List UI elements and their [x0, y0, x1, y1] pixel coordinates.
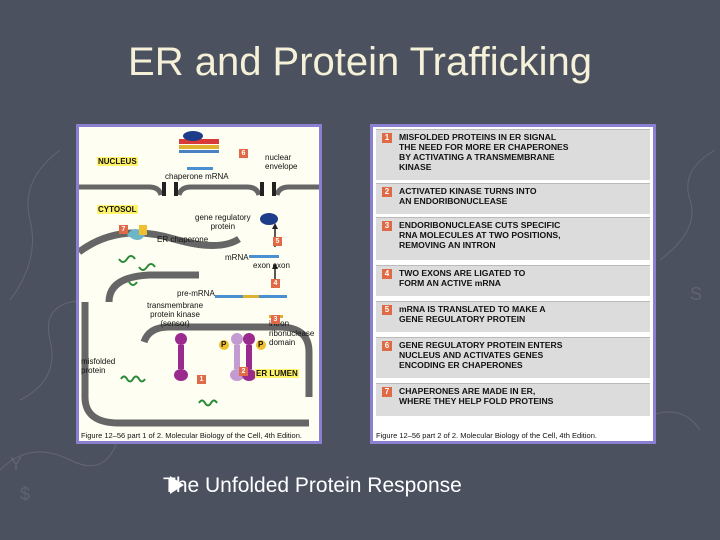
step-badge-4: 4: [271, 279, 280, 288]
step-badge-7: 7: [119, 225, 128, 234]
label-gene-regulatory-protein: gene regulatory protein: [195, 213, 251, 231]
figure-credit-right: Figure 12–56 part 2 of 2. Molecular Biol…: [376, 431, 597, 440]
label-ribonuclease-domain: ribonuclease domain: [269, 329, 315, 347]
step-item: 4 TWO EXONS ARE LIGATED TO FORM AN ACTIV…: [376, 265, 650, 296]
label-er-chaperone: ER chaperone: [157, 235, 209, 244]
upr-steps-panel: 1 MISFOLDED PROTEINS IN ER SIGNAL THE NE…: [370, 124, 656, 444]
step-item: 5 mRNA IS TRANSLATED TO MAKE A GENE REGU…: [376, 301, 650, 332]
label-chaperone-mrna: chaperone mRNA: [165, 172, 229, 181]
step-number: 7: [382, 387, 392, 397]
step-text: TWO EXONS ARE LIGATED TO FORM AN ACTIVE …: [399, 268, 526, 288]
label-nucleus: NUCLEUS: [97, 157, 138, 166]
step-number: 2: [382, 187, 392, 197]
step-text: MISFOLDED PROTEINS IN ER SIGNAL THE NEED…: [399, 132, 569, 172]
step-badge-5: 5: [273, 237, 282, 246]
svg-text:Y: Y: [10, 454, 22, 474]
step-badge-3: 3: [271, 315, 280, 324]
slide-title: ER and Protein Trafficking: [128, 40, 592, 84]
step-badge-6: 6: [239, 149, 248, 158]
svg-text:S: S: [690, 284, 702, 304]
step-text: ENDORIBONUCLEASE CUTS SPECIFIC RNA MOLEC…: [399, 220, 561, 250]
step-text: GENE REGULATORY PROTEIN ENTERS NUCLEUS A…: [399, 340, 563, 370]
step-item: 2 ACTIVATED KINASE TURNS INTO AN ENDORIB…: [376, 183, 650, 214]
step-item: 1 MISFOLDED PROTEINS IN ER SIGNAL THE NE…: [376, 129, 650, 180]
label-transmembrane-kinase: transmembrane protein kinase (sensor): [147, 301, 204, 328]
label-misfolded-protein: misfolded protein: [81, 357, 116, 375]
step-number: 6: [382, 341, 392, 351]
label-phosphate-1: P: [221, 340, 227, 349]
label-mrna: mRNA: [225, 253, 249, 262]
triangle-bullet-icon: [170, 476, 184, 494]
label-pre-mrna: pre-mRNA: [177, 289, 215, 298]
step-badge-2: 2: [239, 367, 248, 376]
label-phosphate-2: P: [258, 340, 264, 349]
step-text: CHAPERONES ARE MADE IN ER, WHERE THEY HE…: [399, 386, 554, 406]
step-item: 6 GENE REGULATORY PROTEIN ENTERS NUCLEUS…: [376, 337, 650, 378]
label-cytosol: CYTOSOL: [97, 205, 138, 214]
step-number: 4: [382, 269, 392, 279]
step-item: 3 ENDORIBONUCLEASE CUTS SPECIFIC RNA MOL…: [376, 217, 650, 260]
step-text: ACTIVATED KINASE TURNS INTO AN ENDORIBON…: [399, 186, 537, 206]
upr-pathway-diagram: NUCLEUS CYTOSOL nuclear envelope chapero…: [76, 124, 322, 444]
step-number: 5: [382, 305, 392, 315]
figure-credit-left: Figure 12–56 part 1 of 2. Molecular Biol…: [81, 431, 302, 440]
step-badge-1: 1: [197, 375, 206, 384]
svg-text:$: $: [20, 484, 30, 504]
step-text: mRNA IS TRANSLATED TO MAKE A GENE REGULA…: [399, 304, 546, 324]
step-item: 7 CHAPERONES ARE MADE IN ER, WHERE THEY …: [376, 383, 650, 416]
label-nuclear-envelope: nuclear envelope: [265, 153, 298, 171]
step-number: 3: [382, 221, 392, 231]
label-er-lumen: ER LUMEN: [255, 369, 299, 378]
slide-caption: The Unfolded Protein Response: [163, 474, 462, 497]
step-number: 1: [382, 133, 392, 143]
label-exon-exon: exon exon: [253, 261, 290, 270]
